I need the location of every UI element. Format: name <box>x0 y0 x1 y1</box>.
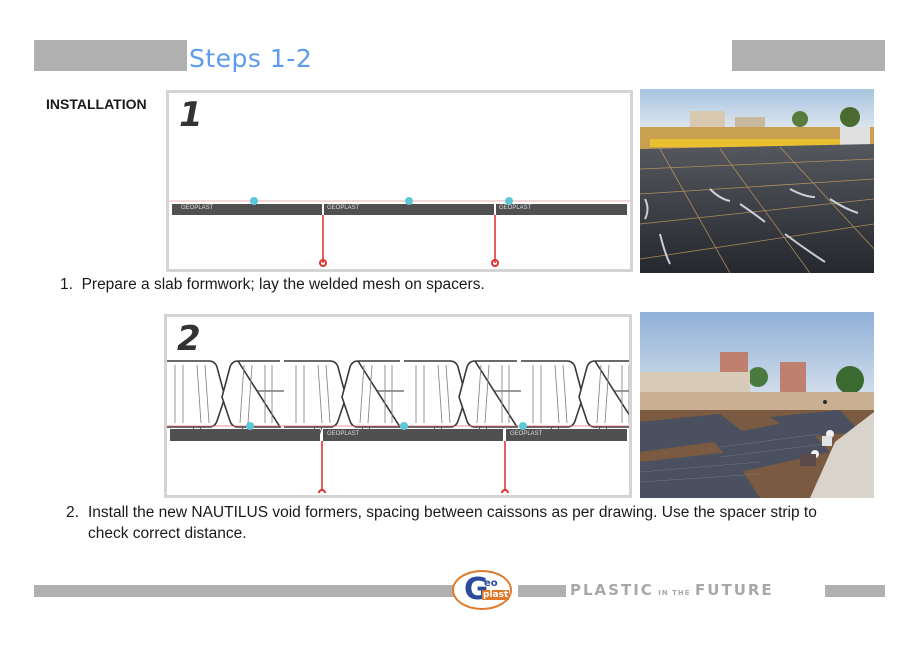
section-label: INSTALLATION <box>46 96 147 112</box>
logo-plast: plast <box>482 590 510 600</box>
step-1-caption-number: 1. <box>60 276 73 293</box>
logo-eo: eo <box>484 578 498 589</box>
step-2-photo <box>640 312 874 498</box>
geoplast-logo: G eo plast <box>452 570 516 612</box>
tagline: PLASTIC IN THE FUTURE <box>570 581 774 600</box>
step-1-caption: 1. Prepare a slab formwork; lay the weld… <box>60 274 485 295</box>
tagline-future: FUTURE <box>695 581 774 599</box>
page-title: Steps 1-2 <box>189 44 313 73</box>
step-2-diagram: 2 <box>164 314 632 498</box>
tagline-in-the: IN THE <box>658 589 691 597</box>
step-2-number: 2 <box>177 319 201 359</box>
footer-bar-mid <box>518 585 566 597</box>
header-bar-right <box>732 40 885 71</box>
header-bar-left <box>34 40 187 71</box>
step-2-caption-line1: Install the new NAUTILUS void formers, s… <box>88 504 817 521</box>
board-label: GEOPLAST <box>510 431 543 437</box>
site-photo-1-icon <box>640 89 874 273</box>
step-1-number: 1 <box>179 95 203 135</box>
step-1-caption-text: Prepare a slab formwork; lay the welded … <box>81 276 485 293</box>
formwork-drawing-icon <box>169 197 630 267</box>
void-former-drawing-icon <box>167 360 629 494</box>
step-1-photo <box>640 89 874 273</box>
footer-bar-left <box>34 585 458 597</box>
board-label: GEOPLAST <box>181 205 214 211</box>
board-label: GEOPLAST <box>327 205 360 211</box>
board-label: GEOPLAST <box>499 205 532 211</box>
board-label: GEOPLAST <box>327 431 360 437</box>
logo-g: G <box>464 572 489 607</box>
site-photo-2-icon <box>640 312 874 498</box>
step-2-caption: 2. Install the new NAUTILUS void formers… <box>66 502 866 544</box>
footer-bar-right <box>825 585 885 597</box>
step-1-diagram: 1 GEOPLAST GEOPLAST GEOPLAST <box>166 90 633 272</box>
step-2-caption-number: 2. <box>66 504 79 521</box>
step-2-caption-line2: check correct distance. <box>88 525 247 542</box>
tagline-plastic: PLASTIC <box>570 581 654 599</box>
